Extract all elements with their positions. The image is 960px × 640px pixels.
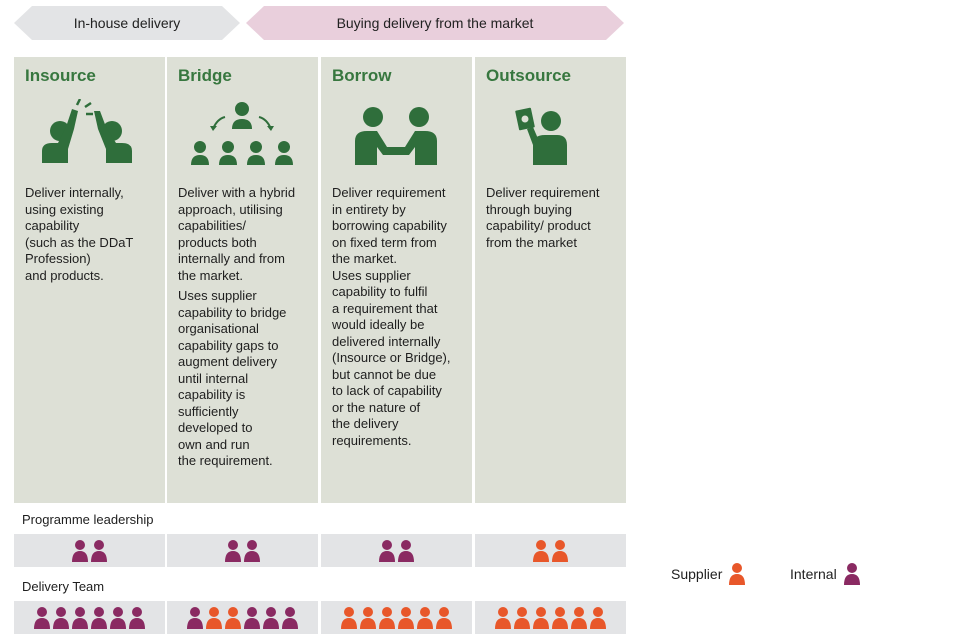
internal-person-icon <box>110 606 126 629</box>
team-strip-outsource <box>475 601 626 634</box>
programme-leadership-label: Programme leadership <box>22 512 154 527</box>
legend-internal-label: Internal <box>790 566 837 582</box>
supplier-person-icon <box>225 606 241 629</box>
column-borrow: Borrow Deliver requirement in entirety b… <box>321 57 472 503</box>
in-house-delivery-banner: In-house delivery <box>14 6 240 40</box>
supplier-person-icon <box>590 606 606 629</box>
leadership-strip-borrow <box>321 534 472 567</box>
column-outsource: Outsource Deliver requirement through bu… <box>475 57 626 503</box>
column-title: Insource <box>25 66 96 85</box>
column-title: Borrow <box>332 66 392 85</box>
supplier-person-icon <box>552 539 568 562</box>
internal-person-icon <box>72 606 88 629</box>
internal-person-icon <box>129 606 145 629</box>
legend-supplier: Supplier <box>671 562 746 586</box>
delivery-team-label: Delivery Team <box>22 579 105 594</box>
description-paragraph: Uses supplier capability to bridge organ… <box>178 288 287 468</box>
supplier-person-icon <box>417 606 433 629</box>
team-strip-bridge <box>167 601 318 634</box>
description-paragraph: Deliver requirement through buying capab… <box>486 185 600 250</box>
supplier-person-icon <box>495 606 511 629</box>
internal-person-icon <box>53 606 69 629</box>
description-paragraph: Deliver internally, using existing capab… <box>25 185 134 283</box>
high-five-icon <box>42 99 132 163</box>
internal-person-icon <box>91 539 107 562</box>
supplier-person-icon <box>533 606 549 629</box>
internal-person-icon <box>34 606 50 629</box>
leadership-strip-bridge <box>167 534 318 567</box>
internal-person-icon <box>225 539 241 562</box>
supplier-person-icon <box>206 606 222 629</box>
internal-person-icon <box>91 606 107 629</box>
internal-person-icon <box>398 539 414 562</box>
internal-person-icon <box>187 606 203 629</box>
column-title: Bridge <box>178 66 232 85</box>
legend-supplier-label: Supplier <box>671 566 723 582</box>
description-paragraph: Deliver requirement in entirety by borro… <box>332 185 451 448</box>
supplier-person-icon <box>552 606 568 629</box>
internal-person-icon <box>263 606 279 629</box>
person-holding-money-icon <box>515 107 567 165</box>
supplier-person-icon <box>729 563 746 585</box>
supplier-person-icon <box>571 606 587 629</box>
supplier-person-icon <box>341 606 357 629</box>
supplier-person-icon <box>379 606 395 629</box>
supplier-person-icon <box>436 606 452 629</box>
column-description: Deliver requirement through buying capab… <box>486 185 622 251</box>
column-description: Deliver with a hybrid approach, utilisin… <box>178 185 314 470</box>
internal-person-icon <box>843 563 860 585</box>
market-delivery-label: Buying delivery from the market <box>336 15 534 31</box>
internal-person-icon <box>72 539 88 562</box>
column-description: Deliver internally, using existing capab… <box>25 185 161 284</box>
in-house-delivery-label: In-house delivery <box>73 15 181 31</box>
team-strip-insource <box>14 601 165 634</box>
handshake-icon <box>355 107 437 165</box>
supplier-person-icon <box>398 606 414 629</box>
internal-person-icon <box>282 606 298 629</box>
supplier-person-icon <box>514 606 530 629</box>
supplier-person-icon <box>360 606 376 629</box>
team-strip-borrow <box>321 601 472 634</box>
column-title: Outsource <box>486 66 572 85</box>
leadership-strip-outsource <box>475 534 626 567</box>
column-insource: Insource Deliver internally, using exist… <box>14 57 165 503</box>
internal-person-icon <box>244 539 260 562</box>
legend-internal: Internal <box>790 562 861 586</box>
supplier-person-icon <box>533 539 549 562</box>
internal-person-icon <box>379 539 395 562</box>
column-description: Deliver requirement in entirety by borro… <box>332 185 468 449</box>
market-delivery-banner: Buying delivery from the market <box>246 6 624 40</box>
internal-person-icon <box>244 606 260 629</box>
description-paragraph: Deliver with a hybrid approach, utilisin… <box>178 185 296 283</box>
leadership-strip-insource <box>14 534 165 567</box>
column-bridge: Bridge Deliver with a hybrid approach, u… <box>167 57 318 503</box>
team-group-icon <box>191 102 293 165</box>
